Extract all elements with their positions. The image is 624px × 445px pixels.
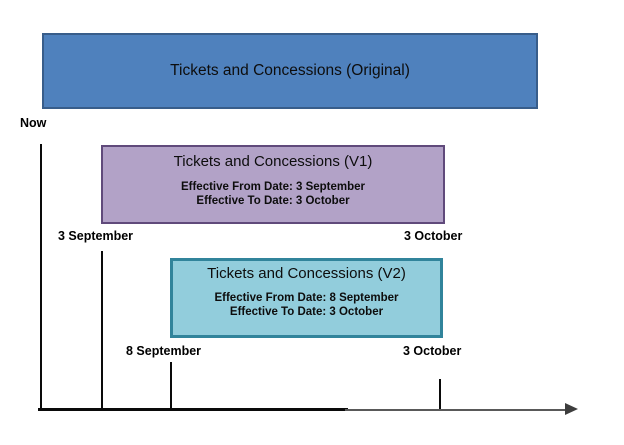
time-axis-arrow-icon xyxy=(565,403,578,415)
time-axis-line-extension xyxy=(345,409,567,411)
now-timeline-line xyxy=(40,144,42,410)
v2-record-title: Tickets and Concessions (V2) xyxy=(207,265,406,282)
v1-to-date-label: 3 October xyxy=(404,229,463,243)
v2-from-timeline-line xyxy=(170,362,172,410)
v1-record-title: Tickets and Concessions (V1) xyxy=(173,153,373,170)
now-label: Now xyxy=(20,116,47,130)
original-record-box: Tickets and Concessions (Original) xyxy=(42,33,538,109)
v1-effective-dates: Effective From Date: 3 September Effecti… xyxy=(103,181,443,208)
v1-effective-to: Effective To Date: 3 October xyxy=(196,194,350,207)
v2-from-date-label: 8 September xyxy=(126,344,202,358)
v1-from-timeline-line xyxy=(101,251,103,410)
v2-effective-to: Effective To Date: 3 October xyxy=(229,305,384,318)
v2-record-box: Tickets and Concessions (V2) Effective F… xyxy=(170,258,443,338)
v2-effective-dates: Effective From Date: 8 September Effecti… xyxy=(173,292,440,319)
v2-to-timeline-line xyxy=(439,379,441,410)
original-record-title: Tickets and Concessions (Original) xyxy=(170,62,410,79)
v1-from-date-label: 3 September xyxy=(58,229,134,243)
v2-to-date-label: 3 October xyxy=(403,344,462,358)
v1-effective-from: Effective From Date: 3 September xyxy=(180,181,366,193)
time-axis-line xyxy=(38,408,348,411)
v1-record-box: Tickets and Concessions (V1) Effective F… xyxy=(101,145,445,224)
v2-effective-from: Effective From Date: 8 September xyxy=(214,292,399,304)
